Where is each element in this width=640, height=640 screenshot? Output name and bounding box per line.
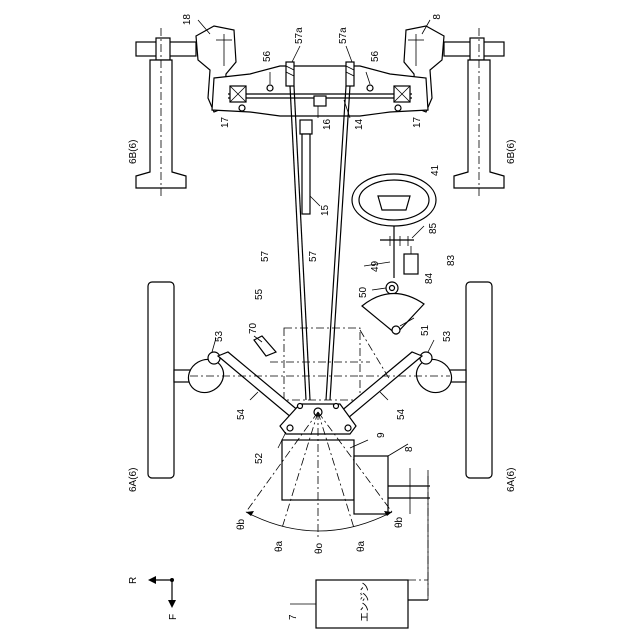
label-6A-right: 6A(6) (506, 468, 517, 492)
label-57-right: 57 (308, 250, 319, 262)
pinion-block (300, 120, 312, 134)
label-17-right: 17 (412, 116, 423, 128)
label-85: 85 (428, 222, 439, 234)
label-55: 55 (254, 288, 265, 300)
label-6B-left: 6B(6) (128, 140, 139, 164)
label-14: 14 (354, 118, 365, 130)
label-theta-a-left: θa (274, 540, 285, 552)
pivot-left (208, 352, 220, 364)
label-57a-right: 57a (338, 27, 349, 44)
label-51: 51 (420, 324, 431, 336)
label-53-right: 53 (442, 330, 453, 342)
label-41: 41 (430, 164, 441, 176)
label-84: 84 (424, 272, 435, 284)
label-8-top: 8 (432, 14, 443, 20)
label-54-right: 54 (396, 408, 407, 420)
cables-57 (290, 86, 350, 400)
label-83: 83 (446, 254, 457, 266)
label-theta-b-right: θb (394, 516, 405, 528)
label-57-left: 57 (260, 250, 271, 262)
pivot-right (420, 352, 432, 364)
label-15: 15 (320, 204, 331, 216)
label-70: 70 (248, 322, 259, 334)
label-50: 50 (358, 286, 369, 298)
front-wheel-right (466, 282, 492, 478)
front-wheel-left (148, 282, 174, 478)
frame-outline (284, 328, 360, 400)
label-56-left: 56 (262, 50, 273, 62)
bolt-right-lower (395, 105, 401, 111)
rear-hub-left (156, 38, 170, 60)
rear-hub-right (470, 38, 484, 60)
label-6B-right: 6B(6) (506, 140, 517, 164)
label-F: F (168, 614, 179, 620)
transmission-8 (354, 456, 388, 514)
label-17-left: 17 (220, 116, 231, 128)
label-8-transmission: 8 (404, 446, 415, 452)
label-9: 9 (376, 432, 387, 438)
label-53-left: 53 (214, 330, 225, 342)
label-57a-left: 57a (294, 27, 305, 44)
rack-center-block (314, 96, 326, 106)
angle-arc (246, 512, 392, 531)
label-theta-b-left: θb (236, 518, 247, 530)
shaft-15 (302, 134, 310, 214)
label-R: R (128, 577, 139, 584)
label-54-left: 54 (236, 408, 247, 420)
rear-axle-assembly (136, 26, 504, 214)
part-70 (254, 336, 276, 356)
label-theta-o: θo (314, 542, 325, 554)
steering-unit (352, 174, 436, 334)
label-52: 52 (254, 452, 265, 464)
label-6A-left: 6A(6) (128, 468, 139, 492)
cable-right-a (326, 86, 346, 400)
label-49: 49 (370, 260, 381, 272)
label-7: 7 (288, 614, 299, 620)
sector-pivot (392, 326, 400, 334)
controller-box-84 (404, 254, 418, 274)
label-18: 18 (182, 14, 193, 26)
bolt-right (367, 85, 373, 91)
engine-label: エンジン (360, 582, 371, 622)
steering-hub (378, 196, 410, 210)
direction-indicator (148, 576, 176, 608)
bolt-left-lower (239, 105, 245, 111)
label-56-right: 56 (370, 50, 381, 62)
cable-right-b (330, 86, 350, 400)
bolt-left (267, 85, 273, 91)
label-16: 16 (322, 118, 333, 130)
label-theta-a-right: θa (356, 540, 367, 552)
